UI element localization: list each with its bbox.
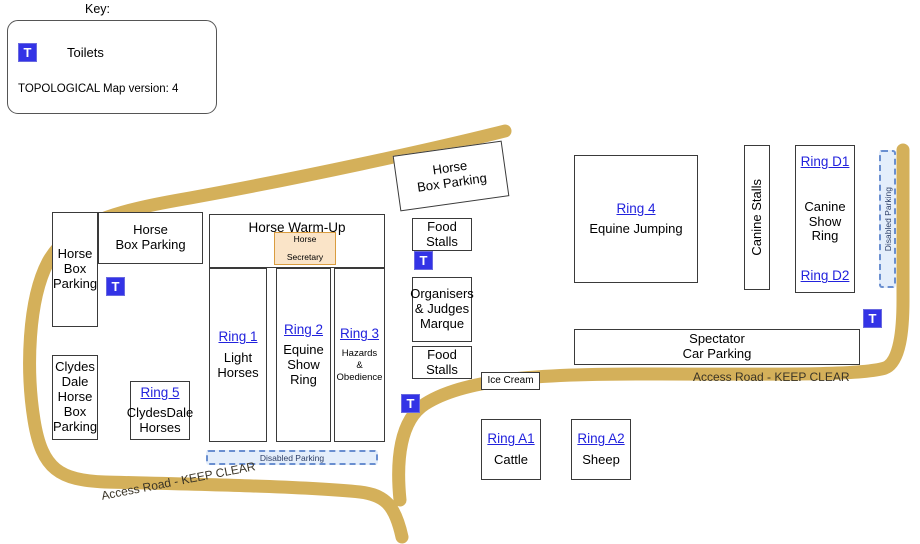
area-label: Organisers & Judges Marque: [410, 286, 474, 331]
ring-3-sub: Hazards & Obedience: [336, 347, 383, 383]
ring-2-link[interactable]: Ring 2: [283, 321, 324, 337]
road-west-loop: [23, 124, 512, 544]
area-label: Horse Warm-Up: [248, 220, 346, 235]
road-east-branch: [392, 143, 910, 507]
horse-secretary-line1: Horse: [293, 233, 317, 244]
area-label: Horse Box Parking: [115, 222, 186, 252]
ring-2-box[interactable]: Ring 2 Equine Show Ring: [276, 268, 331, 442]
ring-5-link[interactable]: Ring 5: [140, 384, 180, 400]
area-label: Clydes Dale Horse Box Parking: [52, 359, 98, 434]
area-label: Horse Box Parking: [52, 246, 98, 291]
ring-a1-sub: Cattle: [494, 451, 528, 467]
area-canine-stalls: Canine Stalls: [744, 145, 770, 290]
key-card: T Toilets TOPOLOGICAL Map version: 4: [7, 20, 217, 114]
area-label: Food Stalls: [426, 218, 458, 249]
ring-5-sub: ClydesDale Horses: [126, 405, 194, 436]
area-horse-box-parking-top: Horse Box Parking: [98, 212, 203, 264]
key-toilet-row: T Toilets: [18, 43, 104, 62]
toilet-marker-icon-east: T: [863, 309, 882, 328]
ring-d1-link[interactable]: Ring D1: [800, 154, 850, 169]
disabled-parking-bottom: Disabled Parking: [206, 450, 378, 465]
toilet-marker-icon-south: T: [401, 394, 420, 413]
ring-3-link[interactable]: Ring 3: [339, 326, 380, 342]
key-map-version: TOPOLOGICAL Map version: 4: [18, 83, 179, 95]
ring-1-box[interactable]: Ring 1 Light Horses: [209, 268, 267, 442]
ring-a1-link[interactable]: Ring A1: [487, 431, 535, 447]
ring-1-link[interactable]: Ring 1: [218, 329, 258, 345]
area-spectator-car-parking: Spectator Car Parking: [574, 329, 860, 365]
access-road-label-right: Access Road - KEEP CLEAR: [693, 370, 850, 384]
ring-3-box[interactable]: Ring 3 Hazards & Obedience: [334, 268, 385, 442]
toilet-marker-icon: T: [18, 43, 37, 62]
horse-secretary-line2: Secretary: [286, 251, 324, 262]
toilet-marker-icon-left: T: [106, 277, 125, 296]
ring-4-box[interactable]: Ring 4 Equine Jumping: [574, 155, 698, 283]
ring-5-box[interactable]: Ring 5 ClydesDale Horses: [126, 381, 194, 440]
canine-show-ring-box[interactable]: Ring D1 Canine Show Ring Ring D2: [795, 145, 855, 293]
area-label: Spectator Car Parking: [682, 331, 752, 361]
disabled-parking-label: Disabled Parking: [259, 452, 325, 463]
ring-2-sub: Equine Show Ring: [283, 342, 324, 388]
area-label: Canine Stalls: [748, 179, 764, 256]
ring-a2-box[interactable]: Ring A2 Sheep: [571, 419, 631, 480]
canine-show-ring-label: Canine Show Ring: [804, 198, 846, 244]
disabled-parking-right: Disabled Parking: [879, 150, 896, 288]
area-label: Horse Box Parking: [416, 157, 488, 195]
ring-1-sub: Light Horses: [217, 349, 259, 380]
area-horse-box-parking-left: Horse Box Parking: [52, 212, 98, 327]
area-label: Ice Cream: [487, 375, 534, 387]
key-title: Key:: [85, 2, 111, 16]
area-food-stalls-top: Food Stalls: [412, 218, 472, 251]
area-clydesdale-horse-box-parking: Clydes Dale Horse Box Parking: [52, 355, 98, 440]
area-food-stalls-bottom: Food Stalls: [412, 346, 472, 379]
toilet-marker-icon-centre: T: [414, 251, 433, 270]
area-horse-secretary: Horse Secretary: [274, 232, 336, 265]
area-organisers-judges-marque: Organisers & Judges Marque: [410, 277, 474, 342]
ring-a2-sub: Sheep: [582, 451, 620, 467]
key-toilet-label: Toilets: [67, 45, 104, 60]
area-label: Food Stalls: [426, 346, 458, 377]
ring-d2-link[interactable]: Ring D2: [800, 268, 850, 284]
ring-4-link[interactable]: Ring 4: [616, 200, 656, 216]
disabled-parking-label: Disabled Parking: [882, 186, 893, 252]
ring-a2-link[interactable]: Ring A2: [577, 431, 625, 447]
ring-4-sub: Equine Jumping: [589, 221, 683, 237]
ring-a1-box[interactable]: Ring A1 Cattle: [481, 419, 541, 480]
area-ice-cream: Ice Cream: [481, 372, 540, 390]
